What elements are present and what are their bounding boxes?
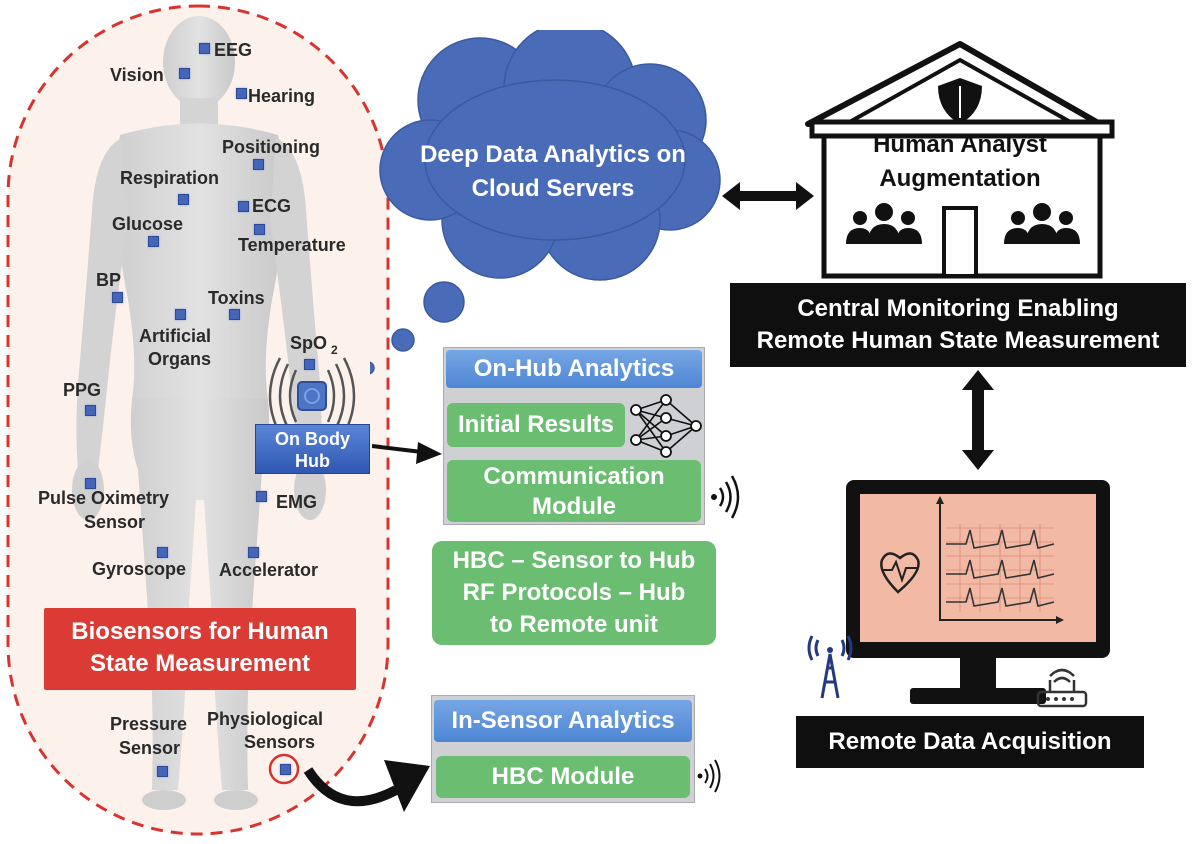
label-glucose: Glucose <box>112 214 184 234</box>
communication-module-box: Communication Module <box>447 460 701 522</box>
sensor-dot-physiological <box>280 764 291 775</box>
sensor-dot-temperature <box>254 224 265 235</box>
label-artificial-organs-1: Artificial <box>139 326 212 346</box>
label-ppg: PPG <box>63 380 102 400</box>
neural-network-icon <box>630 394 702 458</box>
label-artificial-organs-2: Organs <box>148 349 212 369</box>
sensor-dot-positioning <box>253 159 264 170</box>
protocols-line1: HBC – Sensor to Hub <box>452 547 696 574</box>
analyst-line2: Augmentation <box>879 165 1041 192</box>
wireless-signal-small-icon <box>697 759 721 793</box>
label-toxins: Toxins <box>208 288 265 308</box>
comm-line2: Module <box>532 493 616 520</box>
label-emg: EMG <box>276 492 318 512</box>
sensor-dot-hearing <box>236 88 247 99</box>
sensor-dot-vision <box>179 68 190 79</box>
sensor-dot-pressure <box>157 766 168 777</box>
central-monitoring-line2: Remote Human State Measurement <box>756 327 1160 354</box>
sensor-dot-bp <box>112 292 123 303</box>
analyst-text: Human Analyst Augmentation <box>830 128 1090 196</box>
people-group-right-icon <box>1004 203 1080 244</box>
on-hub-analytics-title: On-Hub Analytics <box>446 350 702 388</box>
sensor-dot-artificial-organs <box>175 309 186 320</box>
sensor-dot-pulse-ox <box>85 478 96 489</box>
cloud-line1: Deep Data Analytics on <box>420 141 686 168</box>
in-sensor-analytics-title: In-Sensor Analytics <box>434 700 692 742</box>
remote-data-banner: Remote Data Acquisition <box>796 716 1144 768</box>
sensor-dot-gyroscope <box>157 547 168 558</box>
sensor-dot-ecg <box>238 201 249 212</box>
sensor-dot-respiration <box>178 194 189 205</box>
label-spo2-text: SpO <box>290 333 328 353</box>
central-monitoring-banner: Central Monitoring Enabling Remote Human… <box>730 283 1186 367</box>
cloud-text: Deep Data Analytics on Cloud Servers <box>408 138 698 206</box>
label-hearing: Hearing <box>248 86 316 106</box>
analyst-line1: Human Analyst <box>873 131 1047 158</box>
protocols-box: HBC – Sensor to Hub RF Protocols – Hub t… <box>432 541 716 645</box>
sensor-dot-emg <box>256 491 267 502</box>
comm-line1: Communication <box>483 463 665 490</box>
house-icon <box>805 41 1115 279</box>
initial-results-box: Initial Results <box>447 403 625 447</box>
sensor-dot-toxins <box>229 309 240 320</box>
remote-data-label: Remote Data Acquisition <box>828 728 1112 755</box>
bidirectional-arrow-icon <box>722 182 814 210</box>
monitor-icon <box>807 480 1110 708</box>
label-spo2-sub: 2 <box>331 342 338 357</box>
label-gyroscope: Gyroscope <box>92 559 187 579</box>
label-vision: Vision <box>110 65 164 85</box>
cloud-line2: Cloud Servers <box>471 175 635 202</box>
sensor-dot-eeg <box>199 43 210 54</box>
central-monitoring-line1: Central Monitoring Enabling <box>797 295 1119 322</box>
label-pulse-ox-1: Pulse Oximetry <box>38 488 170 508</box>
protocols-line3: to Remote unit <box>490 611 658 638</box>
label-pressure-2: Sensor <box>119 738 181 758</box>
biosensors-line1: Biosensors for Human <box>71 618 329 645</box>
label-pressure-1: Pressure <box>110 714 188 734</box>
on-body-hub-line1: On Body <box>275 429 350 449</box>
sensor-dot-ppg <box>85 405 96 416</box>
label-temperature: Temperature <box>238 235 346 255</box>
cloud-shape <box>370 30 721 375</box>
sensor-dot-glucose <box>148 236 159 247</box>
label-physio-2: Sensors <box>244 732 316 752</box>
sensor-dot-spo2 <box>304 359 315 370</box>
biosensors-line2: State Measurement <box>89 650 311 677</box>
protocols-line2: RF Protocols – Hub <box>462 579 686 606</box>
label-accelerator: Accelerator <box>219 560 319 580</box>
vertical-bidirectional-arrow-icon <box>962 370 994 470</box>
label-pulse-ox-2: Sensor <box>84 512 146 532</box>
wireless-signal-icon <box>711 475 740 519</box>
label-positioning: Positioning <box>222 137 320 157</box>
sensor-dot-accelerator <box>248 547 259 558</box>
on-body-hub: On Body Hub <box>255 424 370 474</box>
label-respiration: Respiration <box>120 168 220 188</box>
hub-to-analytics-arrow-icon <box>372 442 442 464</box>
on-body-hub-line2: Hub <box>295 451 330 471</box>
label-ecg: ECG <box>252 196 292 216</box>
hbc-module-box: HBC Module <box>436 756 690 798</box>
people-group-left-icon <box>846 203 922 244</box>
sensor-to-analytics-arrow-icon <box>303 760 430 812</box>
label-physio-1: Physiological <box>207 709 324 729</box>
label-eeg: EEG <box>214 40 253 60</box>
biosensors-panel: Biosensors for Human State Measurement <box>44 608 356 690</box>
label-bp: BP <box>96 270 122 290</box>
